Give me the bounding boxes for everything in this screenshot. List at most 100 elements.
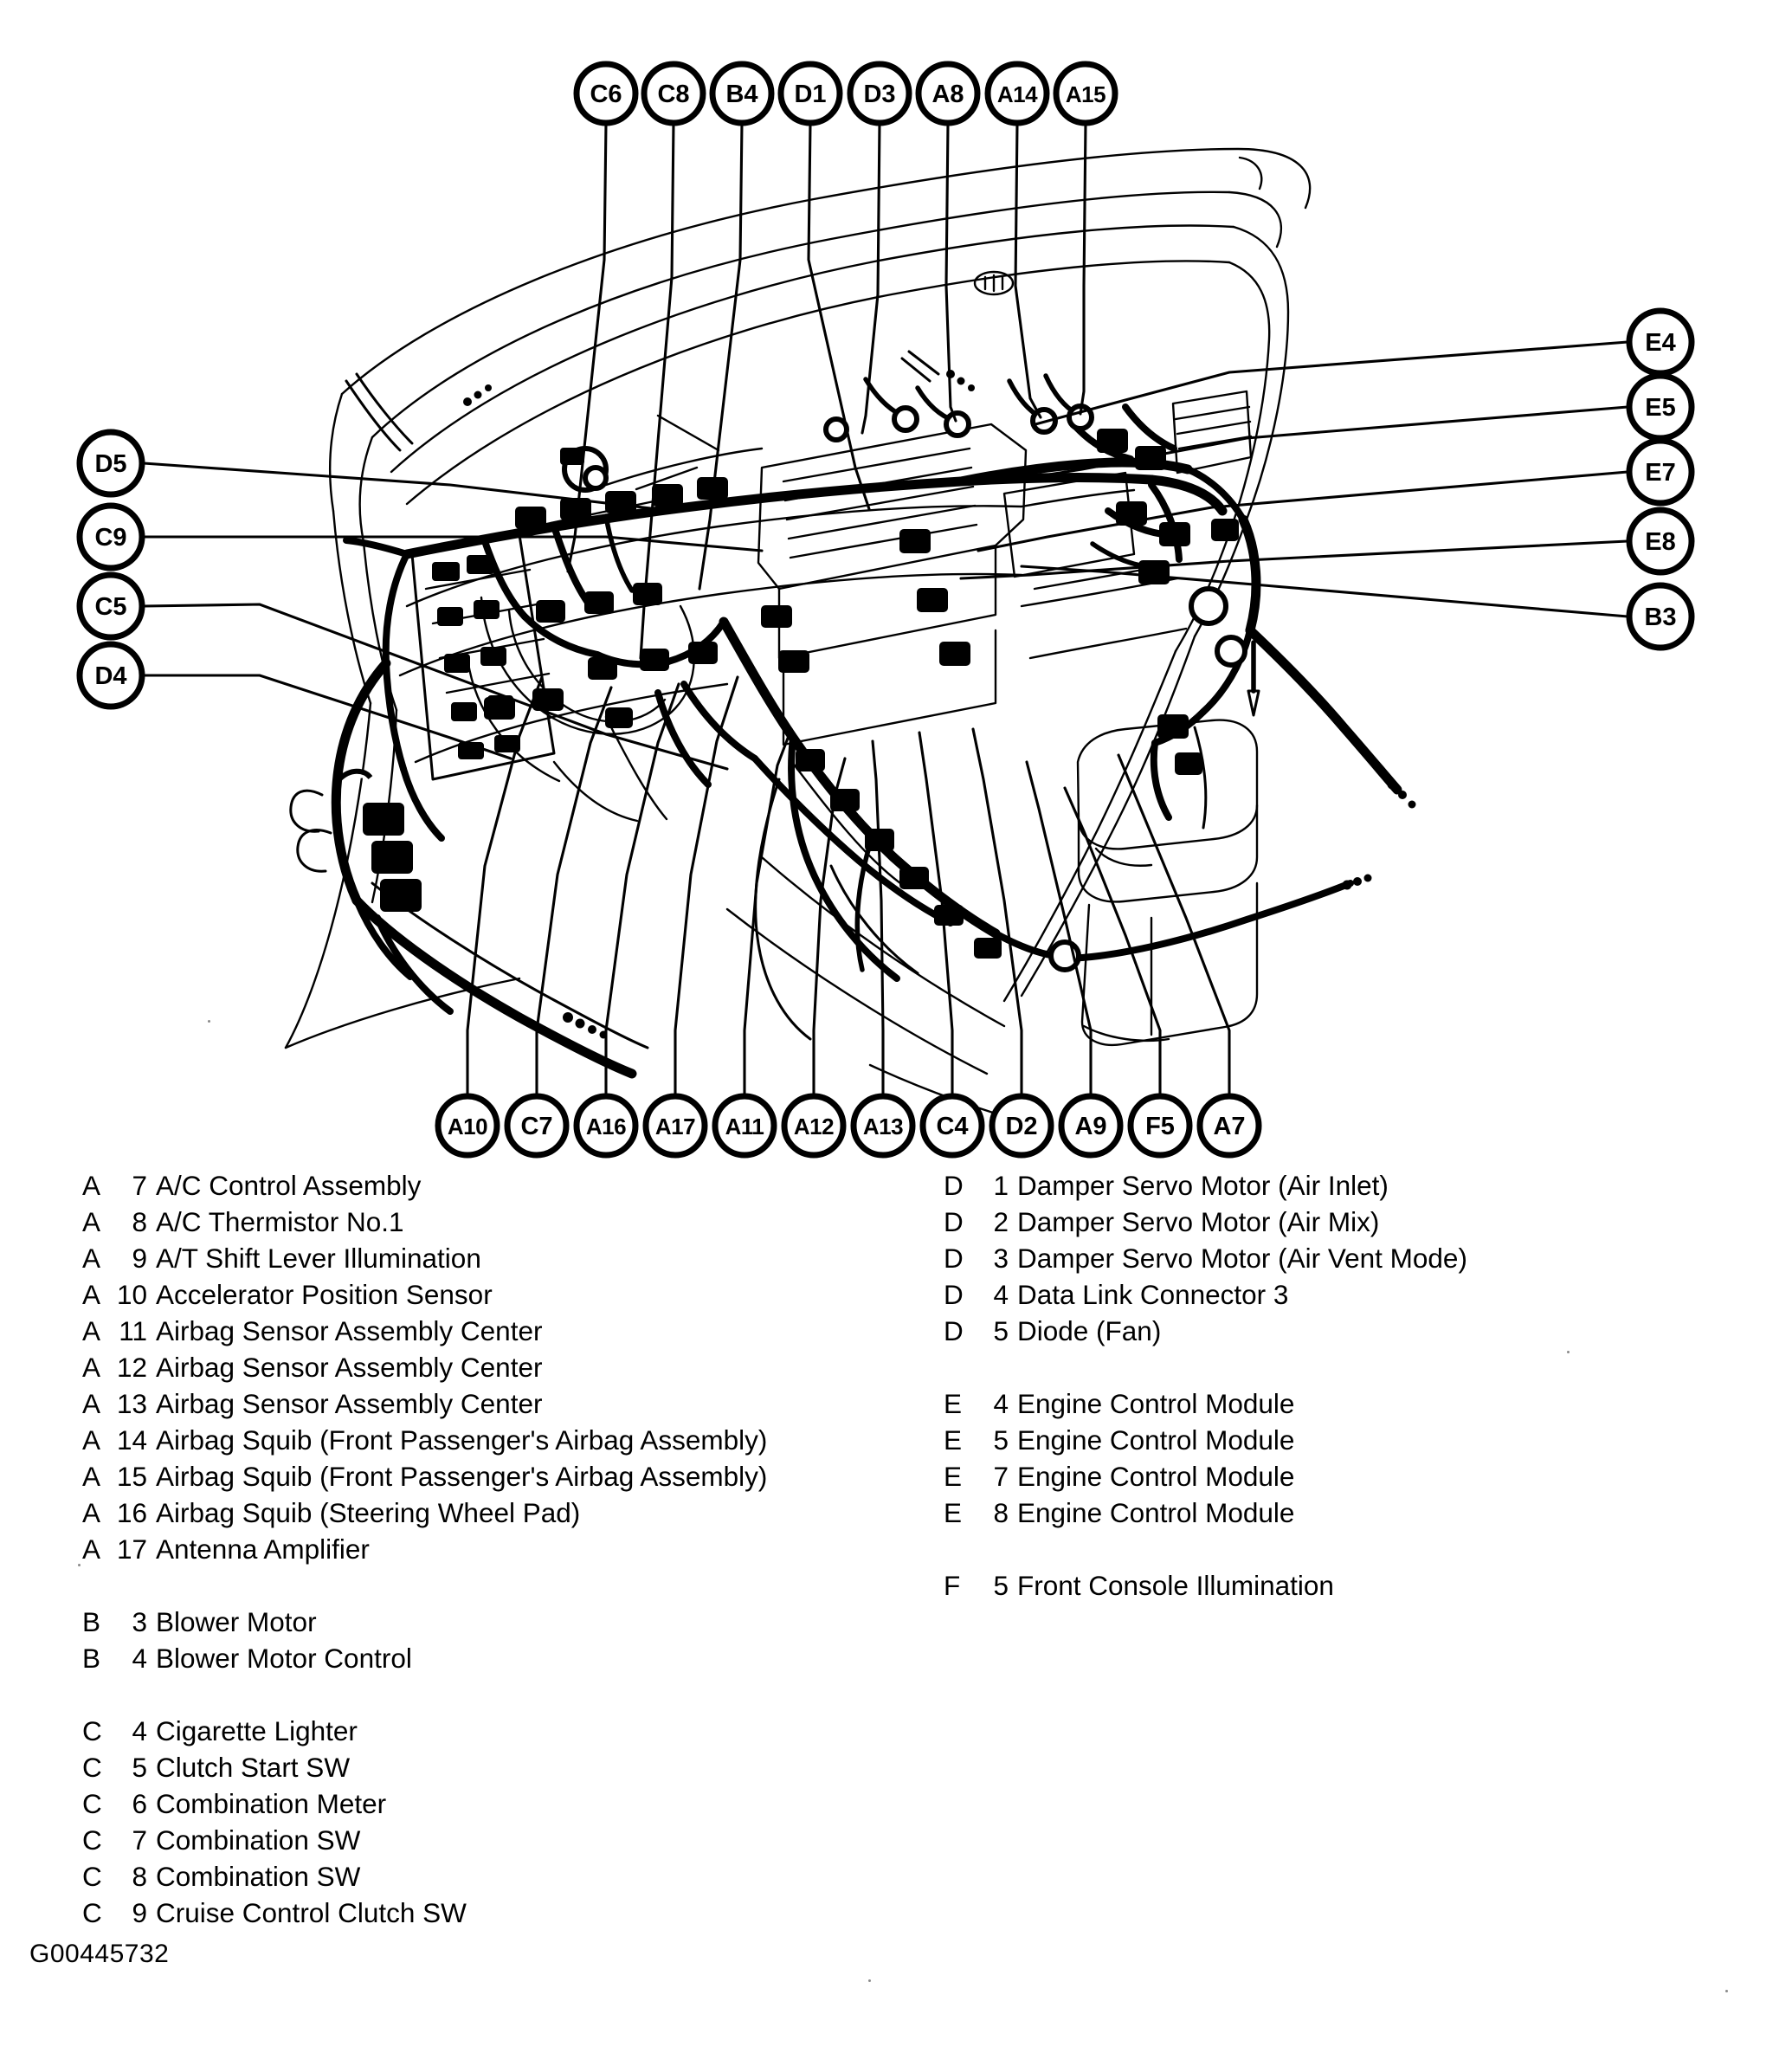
callout-A17[interactable]: A17 bbox=[642, 1093, 708, 1159]
legend-description: Data Link Connector 3 bbox=[1017, 1279, 1289, 1310]
callout-F5[interactable]: F5 bbox=[1127, 1093, 1193, 1159]
legend-letter: E bbox=[944, 1461, 963, 1492]
legend-letter: A bbox=[82, 1352, 101, 1383]
connectors bbox=[289, 403, 1260, 972]
callout-C7[interactable]: C7 bbox=[504, 1093, 570, 1159]
legend-description: A/T Shift Lever Illumination bbox=[156, 1243, 481, 1274]
legend-letter: A bbox=[82, 1170, 101, 1201]
legend-letter: A bbox=[82, 1315, 101, 1346]
legend-letter: E bbox=[944, 1424, 963, 1456]
callout-label: A7 bbox=[1213, 1113, 1245, 1140]
legend-description: Damper Servo Motor (Air Vent Mode) bbox=[1017, 1243, 1467, 1274]
callout-B3[interactable]: B3 bbox=[1626, 582, 1695, 651]
scan-speck bbox=[1725, 1990, 1728, 1992]
callout-A11[interactable]: A11 bbox=[712, 1093, 777, 1159]
callout-B4[interactable]: B4 bbox=[709, 61, 775, 126]
center-vent-louvers bbox=[782, 447, 978, 559]
callout-A7[interactable]: A7 bbox=[1196, 1093, 1262, 1159]
legend-description: Combination SW bbox=[156, 1861, 361, 1892]
legend-letter: A bbox=[82, 1388, 101, 1419]
callout-A9[interactable]: A9 bbox=[1058, 1093, 1124, 1159]
callout-A12[interactable]: A12 bbox=[781, 1093, 847, 1159]
legend-number: 5 bbox=[132, 1752, 147, 1783]
legend-letter: A bbox=[82, 1461, 101, 1492]
legend-spacer bbox=[892, 1531, 1792, 1567]
legend-description: Blower Motor Control bbox=[156, 1643, 412, 1674]
legend-number: 7 bbox=[132, 1824, 147, 1856]
legend-number: 12 bbox=[116, 1352, 147, 1383]
callout-label: E8 bbox=[1645, 528, 1675, 556]
scan-speck bbox=[208, 1020, 210, 1023]
callout-A15[interactable]: A15 bbox=[1053, 61, 1118, 126]
legend-number: 9 bbox=[132, 1897, 147, 1928]
callout-A16[interactable]: A16 bbox=[573, 1093, 639, 1159]
callout-label: C9 bbox=[94, 524, 126, 552]
callout-E5[interactable]: E5 bbox=[1626, 372, 1695, 442]
callout-C6[interactable]: C6 bbox=[573, 61, 639, 126]
callout-D1[interactable]: D1 bbox=[777, 61, 843, 126]
callout-label: A10 bbox=[448, 1114, 487, 1139]
legend-number: 4 bbox=[993, 1279, 1009, 1310]
callout-label: D1 bbox=[794, 81, 826, 108]
callout-A13[interactable]: A13 bbox=[850, 1093, 916, 1159]
legend-description: Clutch Start SW bbox=[156, 1752, 351, 1783]
legend-description: Antenna Amplifier bbox=[156, 1533, 370, 1565]
harness-taper-right bbox=[1387, 779, 1416, 809]
legend-number: 5 bbox=[993, 1315, 1009, 1346]
callout-D2[interactable]: D2 bbox=[989, 1093, 1054, 1159]
callout-C4[interactable]: C4 bbox=[919, 1093, 985, 1159]
callout-C9[interactable]: C9 bbox=[76, 502, 145, 571]
callout-A14[interactable]: A14 bbox=[984, 61, 1050, 126]
callout-E4[interactable]: E4 bbox=[1626, 307, 1695, 377]
legend-number: 16 bbox=[116, 1497, 147, 1528]
legend-description: Airbag Squib (Front Passenger's Airbag A… bbox=[156, 1424, 768, 1456]
callout-label: B4 bbox=[725, 81, 757, 108]
callout-label: D5 bbox=[94, 450, 126, 478]
legend-number: 8 bbox=[132, 1861, 147, 1892]
callout-C5[interactable]: C5 bbox=[76, 571, 145, 641]
callout-C8[interactable]: C8 bbox=[641, 61, 706, 126]
legend-description: Engine Control Module bbox=[1017, 1461, 1295, 1492]
callout-label: E4 bbox=[1645, 329, 1675, 357]
legend-description: Cigarette Lighter bbox=[156, 1715, 358, 1746]
callout-E7[interactable]: E7 bbox=[1626, 437, 1695, 507]
callout-E8[interactable]: E8 bbox=[1626, 507, 1695, 576]
legend-letter: D bbox=[944, 1315, 964, 1346]
legend-number: 7 bbox=[993, 1461, 1009, 1492]
dashboard-outline bbox=[284, 147, 1312, 1127]
callout-D5[interactable]: D5 bbox=[76, 429, 145, 498]
legend-number: 2 bbox=[993, 1206, 1009, 1237]
legend-description: Blower Motor bbox=[156, 1606, 317, 1637]
callout-D4[interactable]: D4 bbox=[76, 641, 145, 710]
legend-description: Engine Control Module bbox=[1017, 1497, 1295, 1528]
junction-block bbox=[410, 533, 556, 781]
harness-taper-console bbox=[1342, 874, 1372, 890]
legend-letter: C bbox=[82, 1897, 102, 1928]
legend-letter: E bbox=[944, 1388, 963, 1419]
legend-description: Airbag Sensor Assembly Center bbox=[156, 1315, 543, 1346]
legend-number: 4 bbox=[132, 1643, 147, 1674]
legend-description: Airbag Sensor Assembly Center bbox=[156, 1352, 543, 1383]
callout-label: A16 bbox=[586, 1114, 626, 1139]
oval-detail bbox=[973, 270, 1015, 296]
legend-letter: D bbox=[944, 1170, 964, 1201]
scan-speck bbox=[868, 1979, 871, 1982]
callout-A10[interactable]: A10 bbox=[435, 1093, 500, 1159]
harness-taper-left bbox=[563, 1012, 608, 1039]
legend-number: 7 bbox=[132, 1170, 147, 1201]
callout-label: A15 bbox=[1066, 81, 1105, 107]
callout-A8[interactable]: A8 bbox=[915, 61, 981, 126]
legend-number: 10 bbox=[116, 1279, 147, 1310]
callout-D3[interactable]: D3 bbox=[847, 61, 912, 126]
